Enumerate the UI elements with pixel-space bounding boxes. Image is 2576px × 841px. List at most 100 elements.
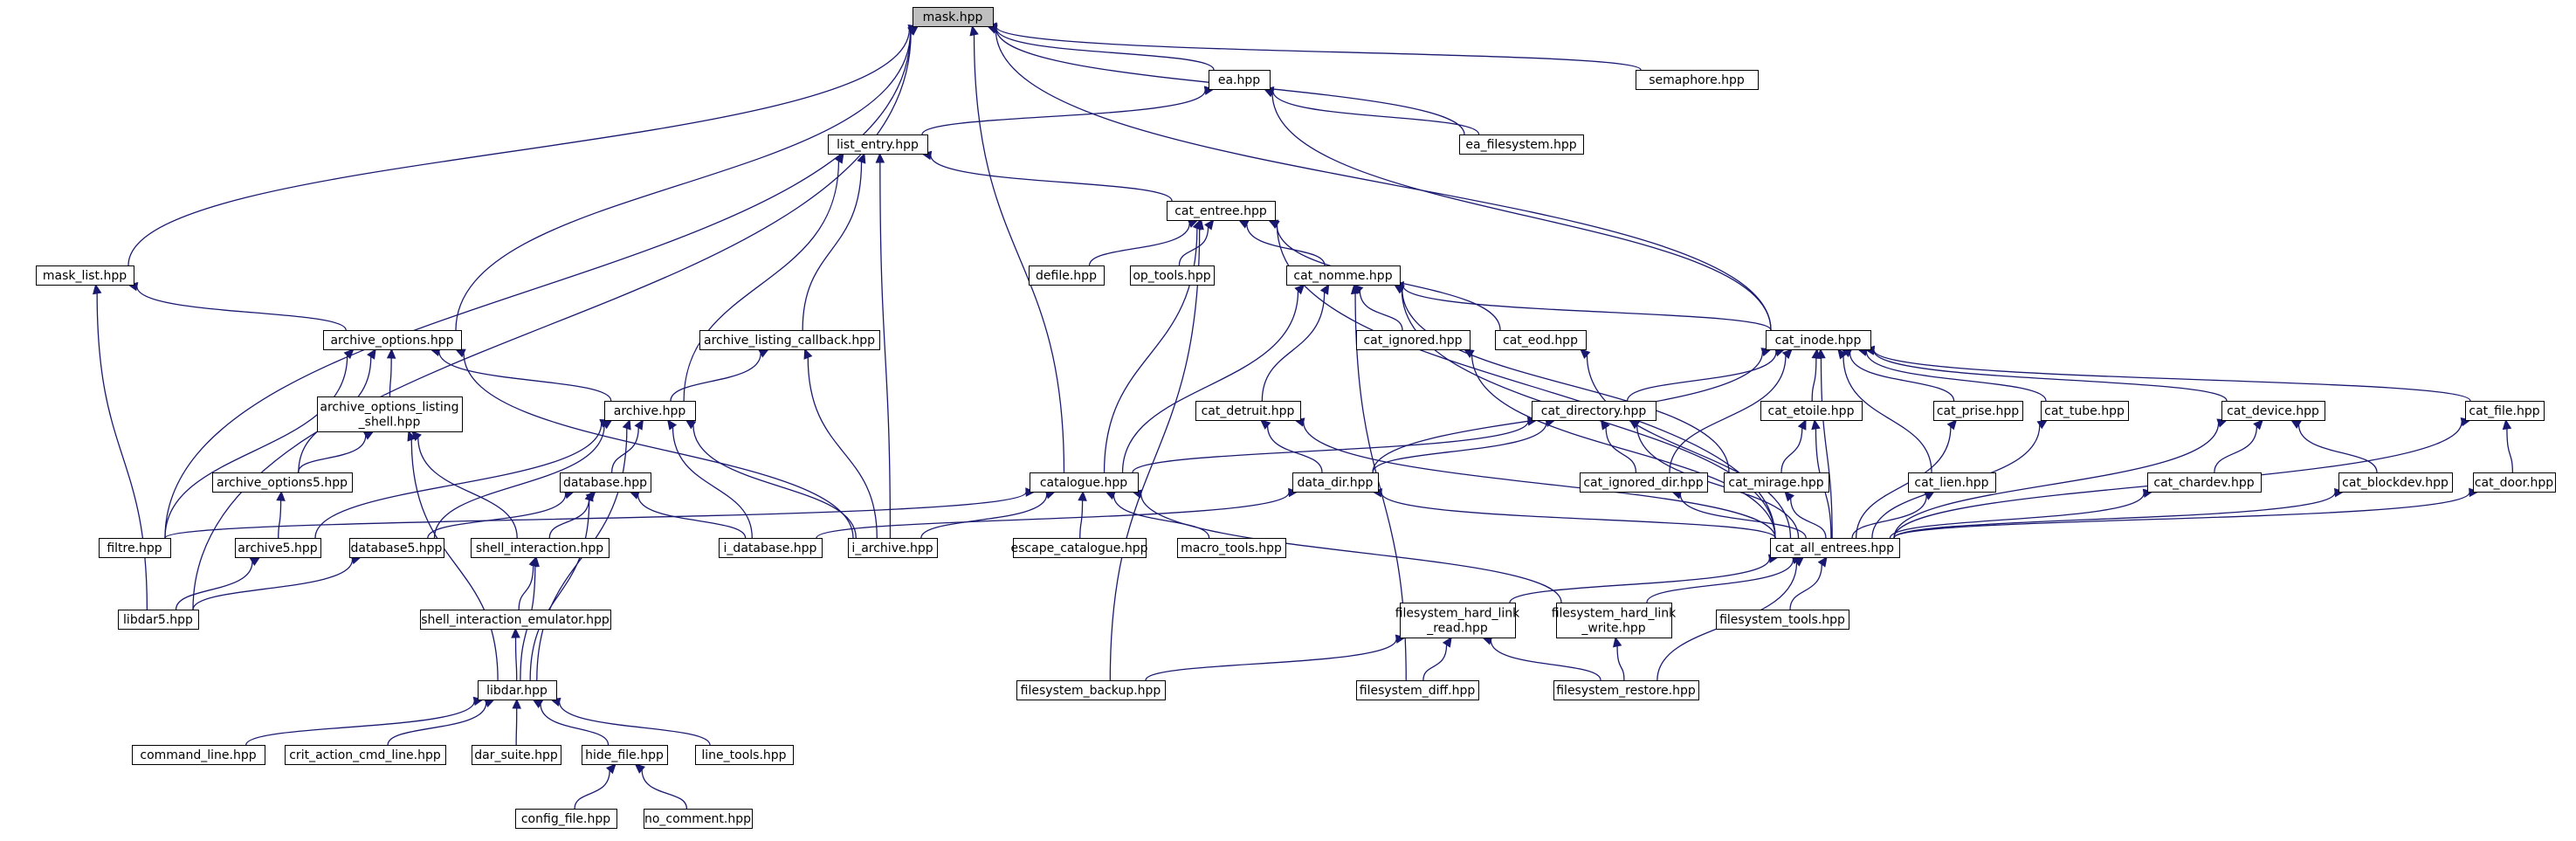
node-libdar5[interactable]: libdar5.hpp	[118, 610, 199, 630]
node-cat-eod[interactable]: cat_eod.hpp	[1495, 330, 1587, 350]
edge-line	[540, 704, 610, 746]
edge-arrowhead	[1781, 348, 1793, 360]
node-box	[1013, 538, 1147, 558]
node-cat-nomme[interactable]: cat_nomme.hpp	[1286, 265, 1401, 286]
node-filesystem-diff[interactable]: filesystem_diff.hpp	[1356, 680, 1479, 700]
node-archive[interactable]: archive.hpp	[604, 401, 696, 421]
node-crit-action-cmd-line[interactable]: crit_action_cmd_line.hpp	[285, 745, 446, 765]
node-box	[1195, 401, 1301, 421]
node-cat-lien[interactable]: cat_lien.hpp	[1908, 472, 1996, 493]
node-line-tools[interactable]: line_tools.hpp	[695, 745, 794, 765]
node-ea[interactable]: ea.hpp	[1209, 70, 1271, 90]
edge-line	[995, 27, 1215, 71]
node-libdar[interactable]: libdar.hpp	[478, 680, 557, 700]
node-cat-ignored-dir[interactable]: cat_ignored_dir.hpp	[1580, 472, 1708, 493]
node-database[interactable]: database.hpp	[560, 472, 651, 493]
edge-arrowhead	[1580, 348, 1591, 359]
edge-semaphore-to-mask	[986, 22, 1642, 71]
node-filesystem-hard-link-write[interactable]: filesystem_hard_link_write.hpp	[1552, 603, 1677, 638]
node-escape-catalogue[interactable]: escape_catalogue.hpp	[1011, 538, 1148, 558]
node-no-comment[interactable]: no_comment.hpp	[644, 809, 753, 829]
edge-line	[297, 435, 367, 473]
node-label: cat_eod.hpp	[1503, 334, 1578, 348]
node-cat-ignored[interactable]: cat_ignored.hpp	[1356, 330, 1471, 350]
edge-line	[463, 353, 854, 539]
node-semaphore[interactable]: semaphore.hpp	[1636, 70, 1759, 90]
node-cat-chardev[interactable]: cat_chardev.hpp	[2147, 472, 2262, 493]
edge-line	[816, 492, 1290, 539]
node-defile[interactable]: defile.hpp	[1029, 265, 1105, 286]
node-box	[235, 538, 321, 558]
node-cat-etoile[interactable]: cat_etoile.hpp	[1760, 401, 1863, 421]
edge-line	[1359, 290, 1403, 331]
edge-line	[1849, 353, 1955, 402]
edge-line	[1873, 350, 2228, 402]
node-filesystem-tools[interactable]: filesystem_tools.hpp	[1716, 610, 1849, 630]
edge-line	[683, 161, 840, 402]
node-list-entry[interactable]: list_entry.hpp	[828, 134, 928, 155]
node-cat-device[interactable]: cat_device.hpp	[2221, 401, 2325, 421]
node-archive-options-listing-shell[interactable]: archive_options_listing_shell.hpp	[317, 396, 463, 432]
node-cat-mirage[interactable]: cat_mirage.hpp	[1724, 472, 1829, 493]
edge-line	[1855, 426, 1952, 539]
node-box	[1580, 472, 1708, 493]
node-label: database.hpp	[563, 476, 647, 490]
edge-line	[2506, 428, 2513, 473]
node-box	[582, 745, 668, 765]
edge-cat-blockdev-to-cat-device	[2290, 419, 2378, 473]
node-box	[349, 538, 444, 558]
node-box	[560, 472, 651, 493]
node-database5[interactable]: database5.hpp	[349, 538, 444, 558]
node-archive5[interactable]: archive5.hpp	[235, 538, 321, 558]
edge-line	[807, 357, 878, 539]
node-i-database[interactable]: i_database.hpp	[719, 538, 823, 558]
edge-arrowhead	[969, 24, 979, 37]
node-archive-options5[interactable]: archive_options5.hpp	[212, 472, 353, 493]
node-hide-file[interactable]: hide_file.hpp	[582, 745, 668, 765]
node-archive-listing-callback[interactable]: archive_listing_callback.hpp	[699, 330, 880, 350]
node-command-line[interactable]: command_line.hpp	[132, 745, 265, 765]
node-catalogue[interactable]: catalogue.hpp	[1030, 472, 1139, 493]
node-filesystem-restore[interactable]: filesystem_restore.hpp	[1553, 680, 1699, 700]
node-cat-detruit[interactable]: cat_detruit.hpp	[1195, 401, 1301, 421]
node-mask-list[interactable]: mask_list.hpp	[36, 265, 134, 286]
node-filtre[interactable]: filtre.hpp	[99, 538, 171, 558]
node-archive-options[interactable]: archive_options.hpp	[323, 330, 462, 350]
node-label: hide_file.hpp	[585, 748, 664, 762]
edge-filesystem-restore-to-filesystem-hard-link-write	[1612, 636, 1625, 681]
node-shell-interaction-emulator[interactable]: shell_interaction_emulator.hpp	[420, 610, 611, 630]
edge-line	[1381, 492, 1776, 539]
edge-arrowhead	[1797, 418, 1807, 431]
node-label: list_entry.hpp	[837, 138, 919, 152]
node-filesystem-hard-link-read[interactable]: filesystem_hard_link_read.hpp	[1395, 603, 1520, 638]
node-op-tools[interactable]: op_tools.hpp	[1130, 265, 1215, 286]
node-dar-suite[interactable]: dar_suite.hpp	[472, 745, 561, 765]
node-cat-directory[interactable]: cat_directory.hpp	[1532, 401, 1656, 421]
node-cat-door[interactable]: cat_door.hpp	[2473, 472, 2556, 493]
node-ea-filesystem[interactable]: ea_filesystem.hpp	[1459, 134, 1584, 155]
node-data-dir[interactable]: data_dir.hpp	[1292, 472, 1379, 493]
node-cat-all-entrees[interactable]: cat_all_entrees.hpp	[1770, 538, 1900, 558]
node-cat-prise[interactable]: cat_prise.hpp	[1933, 401, 2023, 421]
node-cat-inode[interactable]: cat_inode.hpp	[1766, 330, 1871, 350]
node-filesystem-backup[interactable]: filesystem_backup.hpp	[1016, 680, 1166, 700]
node-mask[interactable]: mask.hpp	[913, 7, 994, 27]
node-cat-entree[interactable]: cat_entree.hpp	[1167, 201, 1276, 221]
node-cat-tube[interactable]: cat_tube.hpp	[2041, 401, 2129, 421]
node-shell-interaction[interactable]: shell_interaction.hpp	[471, 538, 610, 558]
node-label: escape_catalogue.hpp	[1011, 541, 1148, 555]
edge-line	[995, 29, 1772, 331]
node-cat-blockdev[interactable]: cat_blockdev.hpp	[2338, 472, 2453, 493]
node-cat-file[interactable]: cat_file.hpp	[2465, 401, 2545, 421]
edge-line	[1789, 564, 1822, 610]
edge-arrowhead	[1817, 556, 1828, 568]
node-box	[719, 538, 823, 558]
edge-filesystem-hard-link-read-to-cat-all-entrees	[1509, 554, 1780, 603]
node-config-file[interactable]: config_file.hpp	[515, 809, 617, 829]
edge-catalogue-to-cat-nomme	[1121, 284, 1305, 473]
node-macro-tools[interactable]: macro_tools.hpp	[1177, 538, 1286, 558]
edge-line	[1605, 427, 1637, 473]
node-box	[1908, 472, 1996, 493]
node-i-archive[interactable]: i_archive.hpp	[848, 538, 938, 558]
node-label: ea.hpp	[1218, 73, 1260, 87]
